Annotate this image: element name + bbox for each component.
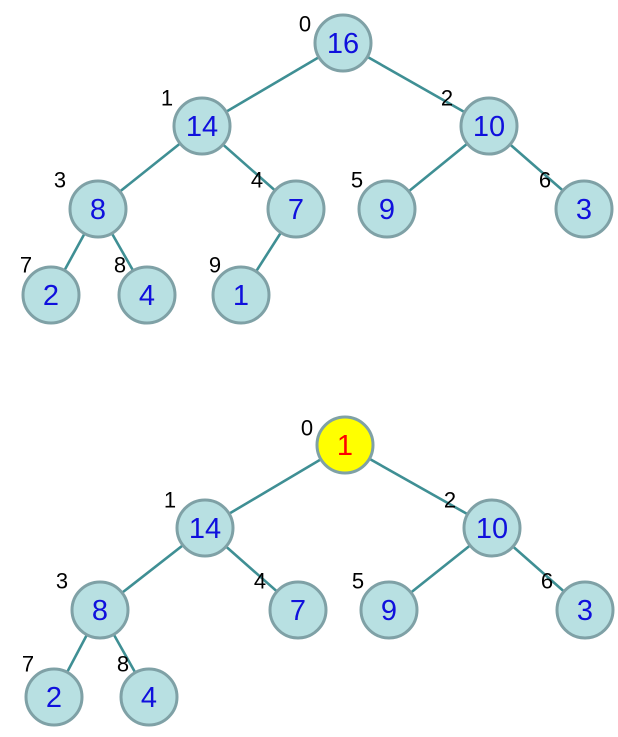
heap-node: 74: [254, 569, 328, 640]
heap-node: 48: [114, 253, 177, 325]
heap-node: 95: [352, 569, 419, 640]
node-value: 1: [337, 430, 353, 462]
node-circle: [119, 667, 179, 727]
node-index-label: 7: [22, 652, 34, 677]
heap-node: 36: [539, 168, 614, 239]
node-circle: [554, 179, 614, 239]
heap-node: 19: [209, 253, 271, 325]
node-value: 4: [141, 682, 157, 714]
node-index-label: 0: [299, 12, 311, 37]
node-index-label: 8: [114, 253, 126, 278]
node-value: 10: [476, 513, 508, 545]
node-circle: [21, 265, 81, 325]
heap-node: 95: [351, 168, 417, 239]
node-value: 9: [379, 194, 395, 226]
node-index-label: 7: [20, 253, 32, 278]
node-value: 14: [186, 111, 218, 143]
node-circle: [70, 580, 130, 640]
node-circle: [313, 13, 373, 73]
node-index-label: 5: [351, 168, 363, 193]
node-index-label: 1: [161, 86, 173, 111]
heap-node-highlighted: 10: [301, 415, 375, 475]
node-circle: [268, 580, 328, 640]
node-circle: [359, 580, 419, 640]
node-index-label: 5: [352, 569, 364, 594]
node-circle: [211, 265, 271, 325]
node-value: 7: [290, 595, 306, 627]
node-circle: [462, 498, 522, 558]
node-circle: [24, 667, 84, 727]
node-circle: [357, 179, 417, 239]
heap-node: 83: [54, 168, 128, 239]
heap-node: 10 2: [441, 86, 519, 156]
node-index-label: 9: [209, 253, 221, 278]
node-circle: [266, 179, 326, 239]
node-value: 14: [189, 513, 221, 545]
node-circle: [459, 96, 519, 156]
node-circle: [315, 415, 375, 475]
node-circle: [68, 179, 128, 239]
node-index-label: 6: [539, 168, 551, 193]
node-index-label: 4: [251, 168, 263, 193]
heap-node: 83: [56, 569, 130, 640]
heap-node: 14 1: [164, 488, 235, 558]
node-index-label: 3: [56, 569, 68, 594]
heap-node: 10 2: [444, 488, 522, 558]
node-value: 2: [46, 682, 62, 714]
node-value: 10: [473, 111, 505, 143]
heap-node: 74: [251, 168, 326, 239]
node-circle: [172, 96, 232, 156]
node-index-label: 2: [444, 488, 456, 513]
node-value: 16: [327, 28, 359, 60]
node-circle: [175, 498, 235, 558]
node-index-label: 1: [164, 488, 176, 513]
node-value: 8: [90, 194, 106, 226]
heap-node: 27: [20, 253, 81, 325]
heap-node: 14 1: [161, 86, 232, 156]
node-index-label: 8: [117, 652, 129, 677]
node-value: 2: [43, 280, 59, 312]
node-value: 1: [233, 280, 249, 312]
node-value: 3: [576, 194, 592, 226]
heap-node: 27: [22, 652, 84, 727]
node-circle: [117, 265, 177, 325]
node-circle: [555, 580, 615, 640]
node-value: 9: [381, 595, 397, 627]
heap-node: 16 0: [299, 12, 373, 73]
node-index-label: 3: [54, 168, 66, 193]
node-value: 3: [577, 595, 593, 627]
node-index-label: 4: [254, 569, 266, 594]
heap-node: 48: [117, 652, 179, 727]
node-value: 8: [92, 595, 108, 627]
node-value: 4: [139, 280, 155, 312]
node-index-label: 2: [441, 86, 453, 111]
node-value: 7: [288, 194, 304, 226]
node-index-label: 6: [541, 569, 553, 594]
node-index-label: 0: [301, 416, 313, 441]
heap-node: 36: [541, 569, 615, 640]
